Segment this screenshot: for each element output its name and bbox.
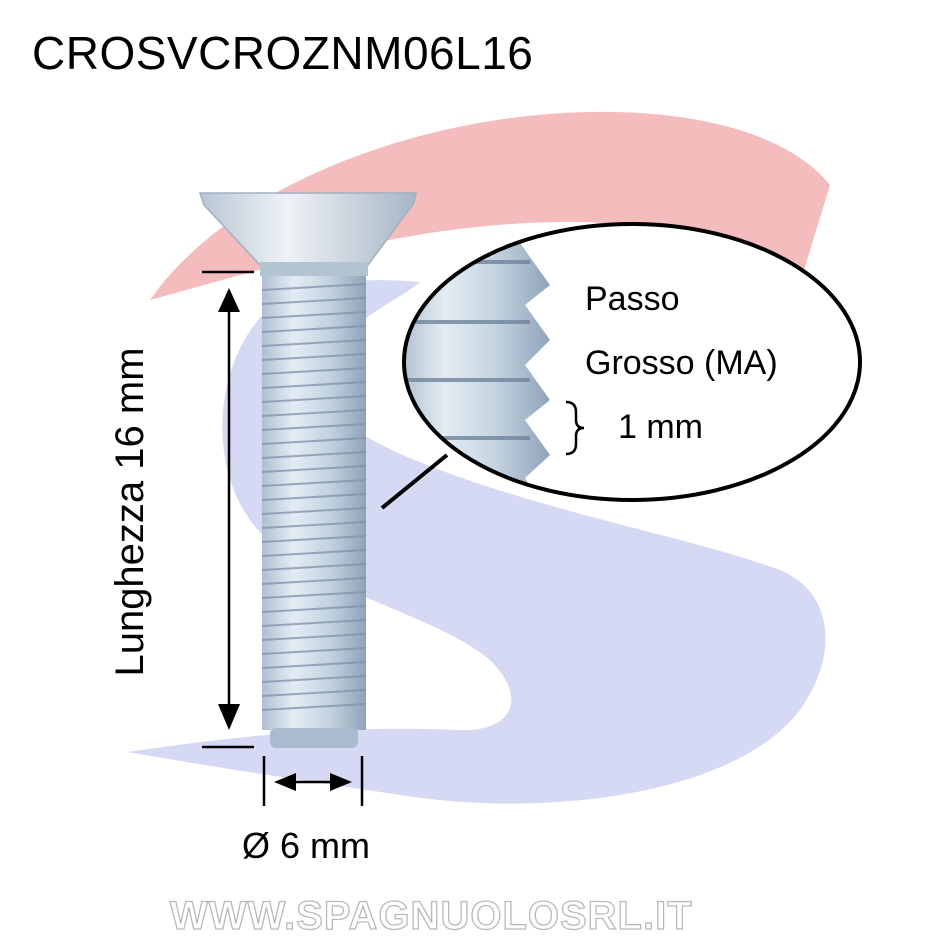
screw-illustration	[198, 192, 417, 748]
zoomed-thread-profile	[505, 224, 560, 500]
pitch-brace-icon	[565, 400, 585, 456]
diameter-arrow-left	[274, 773, 296, 791]
length-arrow-bottom	[218, 704, 240, 730]
diameter-dimension	[262, 756, 364, 806]
callout-leader-line	[380, 453, 449, 510]
thread-type-line1: Passo	[585, 280, 680, 318]
screw-threads	[261, 283, 367, 711]
diameter-arrow-right	[330, 773, 352, 791]
thread-pitch-value: 1 mm	[618, 408, 703, 446]
length-label: Lunghezza 16 mm	[108, 347, 152, 677]
length-arrow-top	[218, 288, 240, 312]
thread-type-line2: Grosso (MA)	[585, 344, 778, 382]
length-dimension	[202, 270, 254, 749]
product-code-title: CROSVCROZNM06L16	[32, 27, 534, 79]
website-watermark: WWW.SPAGNUOLOSRL.IT	[169, 894, 693, 938]
screw-shank	[262, 276, 366, 730]
diameter-label: Ø 6 mm	[242, 825, 371, 866]
